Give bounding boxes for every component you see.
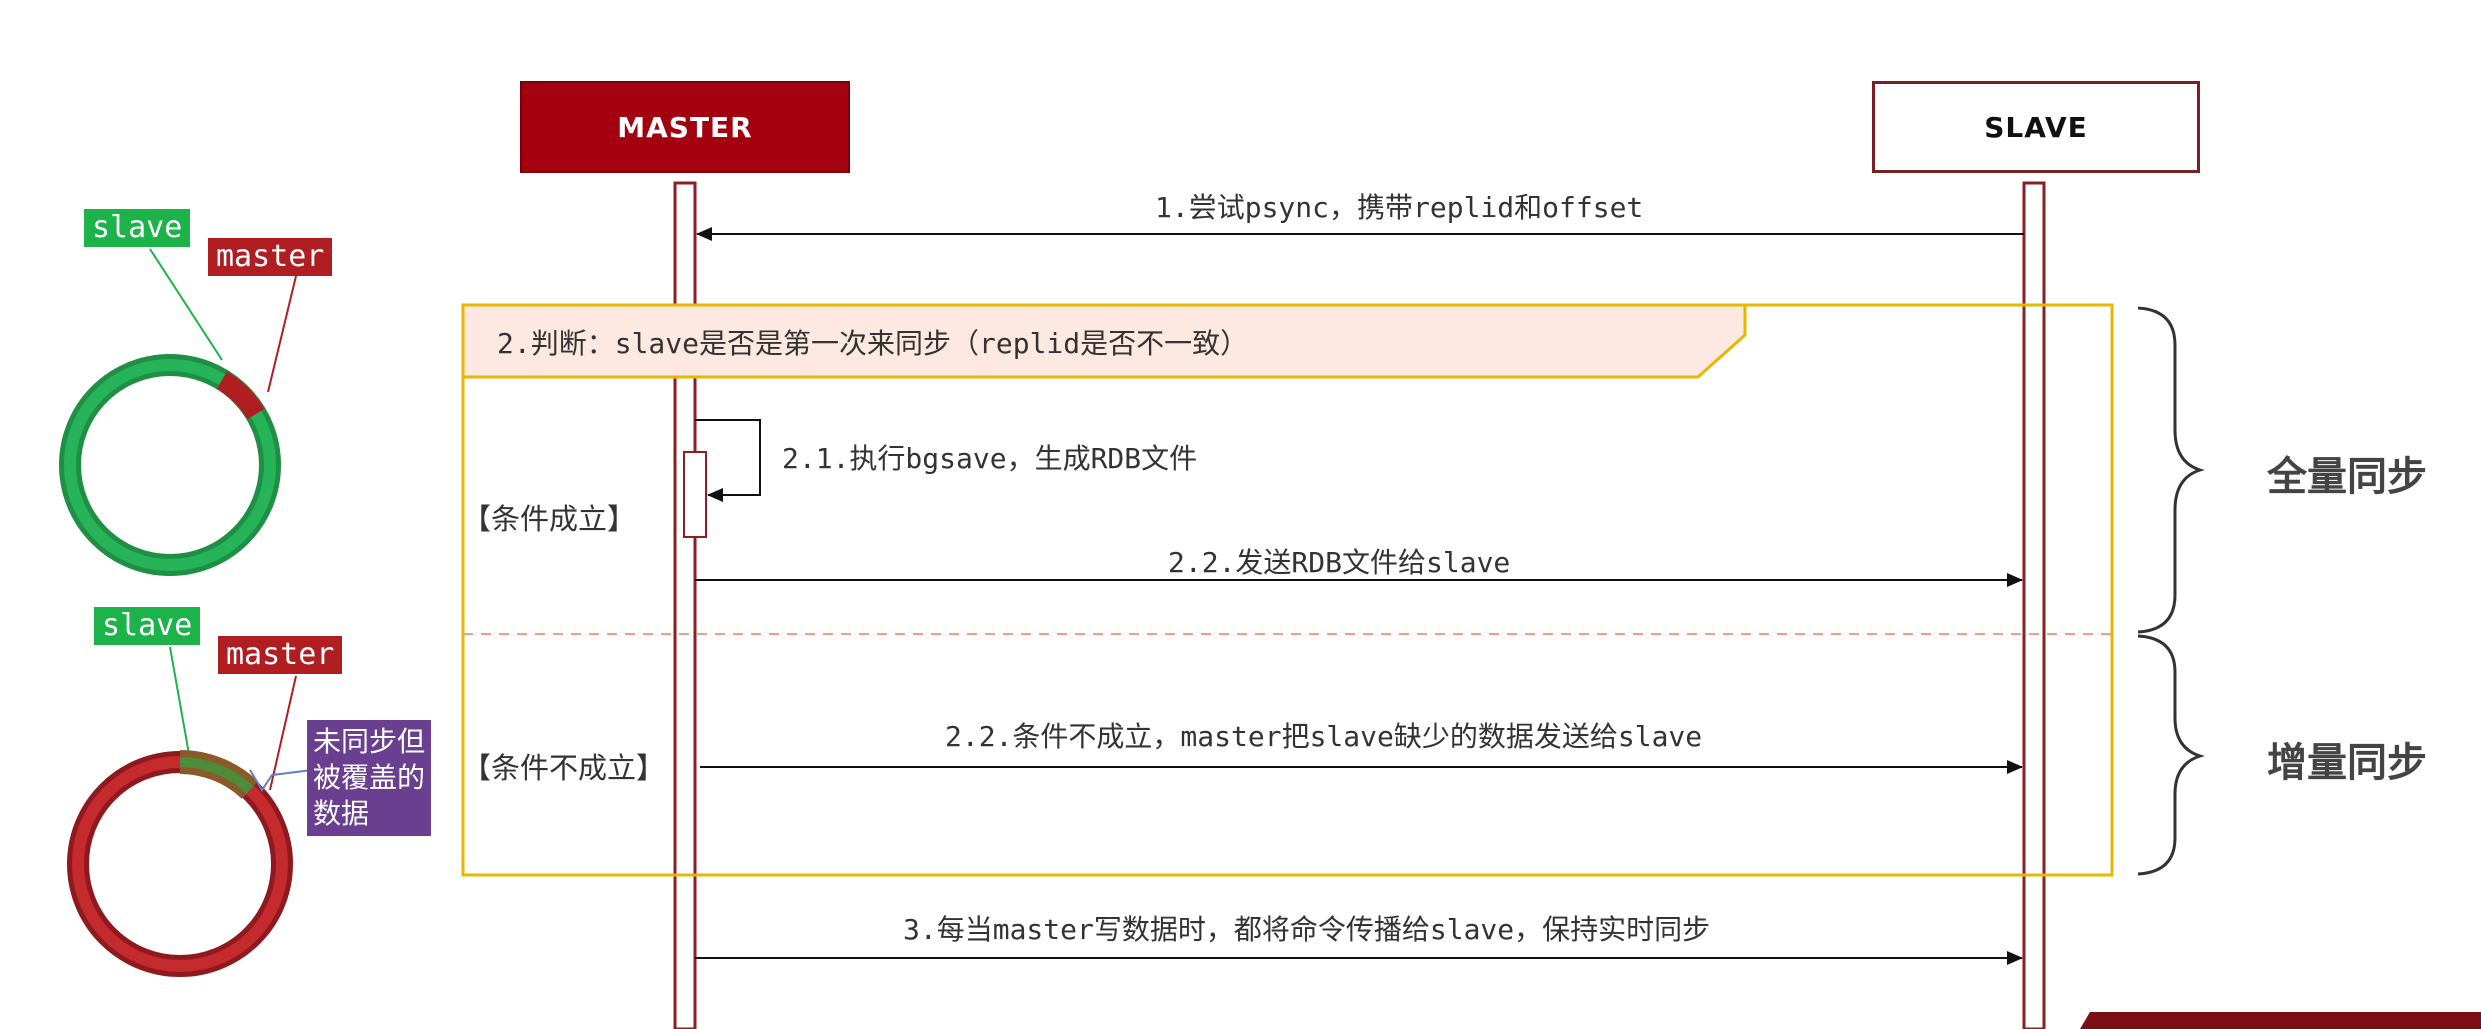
slave-label-top: slave [84, 209, 191, 247]
message-propagate: 3.每当master写数据时，都将命令传播给slave，保持实时同步 [903, 913, 1711, 946]
alt-frame [461, 303, 2114, 877]
ring-buffer-top [59, 248, 297, 576]
master-label-top: master [208, 238, 333, 276]
message-bgsave: 2.1.执行bgsave，生成RDB文件 [782, 442, 1198, 475]
condition-true-label: 【条件成立】 [462, 502, 637, 536]
message-incremental: 2.2.条件不成立，master把slave缺少的数据发送给slave [945, 720, 1703, 753]
tooltip-line-2: 被覆盖的 [313, 761, 426, 794]
activation-box [683, 451, 707, 538]
message-psync: 1.尝试psync，携带replid和offset [1155, 191, 1644, 224]
slave-actor: SLAVE [1872, 81, 2200, 173]
overwritten-data-tooltip: 未同步但 被覆盖的 数据 [307, 720, 432, 836]
condition-note [461, 303, 1747, 379]
ring-buffer-bottom [67, 646, 313, 977]
brace-incremental-sync [2137, 634, 2205, 876]
tooltip-line-3: 数据 [313, 797, 370, 830]
slave-lifeline [2022, 181, 2046, 1029]
master-actor: MASTER [520, 81, 850, 173]
full-sync-label: 全量同步 [2267, 454, 2427, 500]
message-judge: 2.判断：slave是否是第一次来同步（replid是否不一致） [497, 327, 1249, 360]
message-send-rdb: 2.2.发送RDB文件给slave [1168, 546, 1511, 579]
slave-label-bottom: slave [94, 607, 201, 645]
incremental-sync-label: 增量同步 [2267, 740, 2427, 786]
arrow-bgsave [695, 419, 761, 502]
brace-full-sync [2137, 306, 2205, 634]
corner-banner [2080, 1012, 2481, 1029]
condition-false-label: 【条件不成立】 [462, 751, 666, 785]
master-lifeline [673, 181, 697, 1029]
master-label-bottom: master [218, 636, 343, 674]
tooltip-line-1: 未同步但 [313, 725, 426, 758]
